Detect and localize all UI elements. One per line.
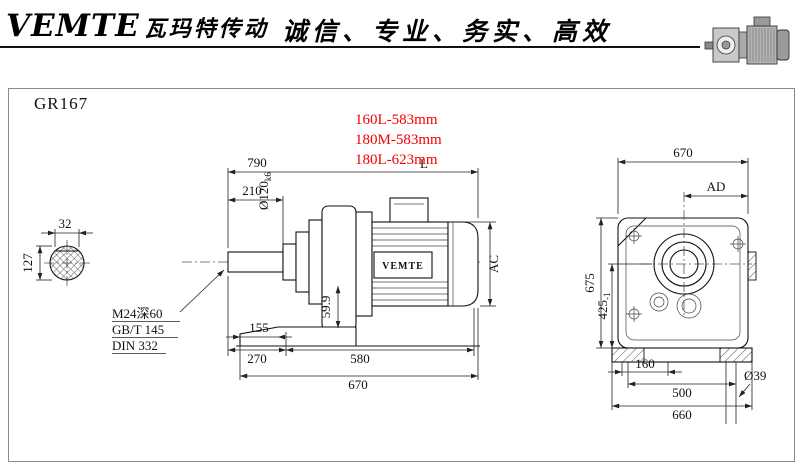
motor-brand-label: VEMTE	[382, 261, 424, 272]
housing-step-1	[282, 243, 297, 281]
dim-580: 580	[350, 351, 370, 366]
fan-cover	[447, 221, 479, 307]
brand-name-en: VEMTE	[6, 8, 140, 44]
red-note-2: 180M-583mm	[355, 132, 442, 148]
motor-length-notes: 160L-583mm 180M-583mm 180L-623mm	[355, 110, 442, 170]
red-note-3: 180L-623mm	[355, 152, 438, 168]
end-width-dim: 670	[673, 145, 693, 160]
thumb-terminal-box	[753, 16, 771, 27]
dim-500: 500	[672, 385, 692, 400]
shaft-section-detail: 32 127	[20, 216, 93, 286]
side-view: VEMTE 790 L 210 Ø120k6 AC 59.9	[112, 155, 501, 392]
motor-fins	[372, 227, 448, 301]
boss-circle-2	[676, 293, 702, 319]
motor-flange	[355, 211, 373, 317]
axis-height-dim: 425-1	[595, 293, 612, 320]
brand-name-cn: 瓦玛特传动	[143, 16, 269, 42]
gearmotor-photo	[704, 16, 790, 65]
shaft-diameter-fit: k6	[263, 172, 273, 182]
std-din-label: DIN 332	[112, 338, 158, 353]
dim-670-side: 670	[348, 377, 368, 392]
std-gb-label: GB/T 145	[112, 322, 164, 337]
boss-circle-2-inner	[681, 298, 697, 314]
end-housing-inner	[625, 225, 741, 341]
motor-nameplate	[373, 251, 433, 279]
foot-right	[719, 347, 753, 363]
shaft-length-dim: 210	[242, 183, 262, 198]
technical-drawing: 32 127 VEMTE	[20, 145, 766, 424]
housing-step-2	[295, 231, 310, 293]
hole-dia-dim: Ø39	[744, 368, 766, 383]
output-shaft	[227, 251, 284, 273]
overall-length-dim: 790	[247, 155, 267, 170]
dim-155: 155	[249, 320, 269, 335]
end-housing	[617, 217, 749, 349]
dim-160: 160	[635, 356, 655, 371]
section-height-dim: 127	[20, 253, 35, 273]
side-plug	[747, 251, 757, 281]
end-view: Ø39 670 AD 675 425-1 160	[582, 145, 766, 424]
brand-logo: VEMTE 瓦玛特传动	[6, 8, 269, 44]
boss-circle-1-inner	[653, 296, 665, 308]
thumb-shaft	[704, 41, 714, 50]
brand-slogan: 诚信、专业、务实、高效	[282, 17, 613, 46]
hole-dia-leader	[738, 383, 751, 398]
tap-hole-label: M24深60	[112, 306, 163, 321]
thumb-fins	[749, 28, 775, 62]
model-number: GR167	[34, 94, 89, 113]
ad-dim: AD	[707, 179, 726, 194]
output-bore-outer	[653, 233, 715, 295]
output-bore-mid	[661, 241, 707, 287]
bolt-mark-1	[626, 228, 642, 244]
header-divider	[0, 46, 700, 48]
shaft-section-circle	[49, 245, 85, 281]
output-bore-inner	[669, 249, 699, 279]
end-height-dim: 675	[582, 273, 597, 293]
motor-od-dim: AC	[486, 255, 501, 273]
motor-length-dim: L	[420, 156, 428, 171]
thumb-flange	[738, 31, 748, 59]
foot-offset-dim: 59.9	[318, 296, 333, 319]
shaft-diameter-dim: Ø120k6	[256, 172, 273, 210]
key-width-dim: 32	[59, 216, 72, 231]
boss-circle-1	[649, 292, 669, 312]
terminal-box	[389, 197, 429, 223]
axis-height-tol: -1	[602, 293, 612, 301]
tap-hole-leader	[179, 269, 225, 313]
housing-chamfer	[617, 217, 647, 247]
bolt-mark-2	[730, 236, 746, 252]
thumb-fan-cover	[776, 29, 790, 61]
red-note-1: 160L-583mm	[355, 112, 438, 128]
axis-height-value: 425	[595, 300, 610, 320]
housing-step-3	[308, 219, 323, 305]
shaft-diameter-value: Ø120	[256, 181, 271, 210]
thumb-bore-inner	[721, 40, 731, 50]
dim-270: 270	[247, 351, 267, 366]
dim-660: 660	[672, 407, 692, 422]
bolt-mark-3	[626, 306, 642, 322]
